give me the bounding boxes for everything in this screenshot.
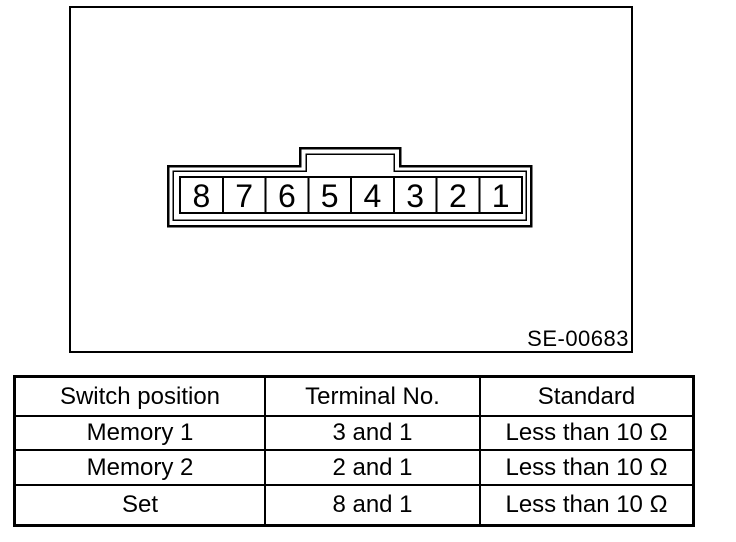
terminal-number: 8 xyxy=(193,178,211,214)
column-header-terminal-no: Terminal No. xyxy=(266,378,479,415)
cell-terminal-no: 2 and 1 xyxy=(266,451,479,484)
cell-switch-position: Set xyxy=(16,486,264,524)
terminal-number: 4 xyxy=(364,178,382,214)
cell-standard: Less than 10 Ω xyxy=(481,451,692,484)
cell-standard: Less than 10 Ω xyxy=(481,417,692,449)
terminal-number: 6 xyxy=(278,178,296,214)
cell-switch-position: Memory 1 xyxy=(16,417,264,449)
cell-terminal-no: 3 and 1 xyxy=(266,417,479,449)
connector-inner-outline xyxy=(172,153,527,221)
column-header-standard: Standard xyxy=(481,378,692,415)
terminal-number: 2 xyxy=(449,178,467,214)
resistance-spec-table: Switch position Terminal No. Standard Me… xyxy=(13,375,695,527)
terminal-number: 5 xyxy=(321,178,339,214)
cell-terminal-no: 8 and 1 xyxy=(266,486,479,524)
terminal-number: 1 xyxy=(492,178,510,214)
cell-standard: Less than 10 Ω xyxy=(481,486,692,524)
connector-pinout-diagram: 8 7 6 5 4 3 2 1 xyxy=(166,146,533,228)
terminal-number: 3 xyxy=(406,178,424,214)
column-header-switch-position: Switch position xyxy=(16,378,264,415)
terminal-number: 7 xyxy=(235,178,253,214)
figure-reference-code: SE-00683 xyxy=(527,326,629,351)
terminal-cells xyxy=(179,176,523,214)
connector-figure-frame: 8 7 6 5 4 3 2 1 SE-00683 xyxy=(69,6,633,353)
terminal-cell xyxy=(478,176,523,214)
cell-switch-position: Memory 2 xyxy=(16,451,264,484)
terminal-numbers: 8 7 6 5 4 3 2 1 xyxy=(193,178,510,214)
connector-outer-outline xyxy=(166,146,533,228)
